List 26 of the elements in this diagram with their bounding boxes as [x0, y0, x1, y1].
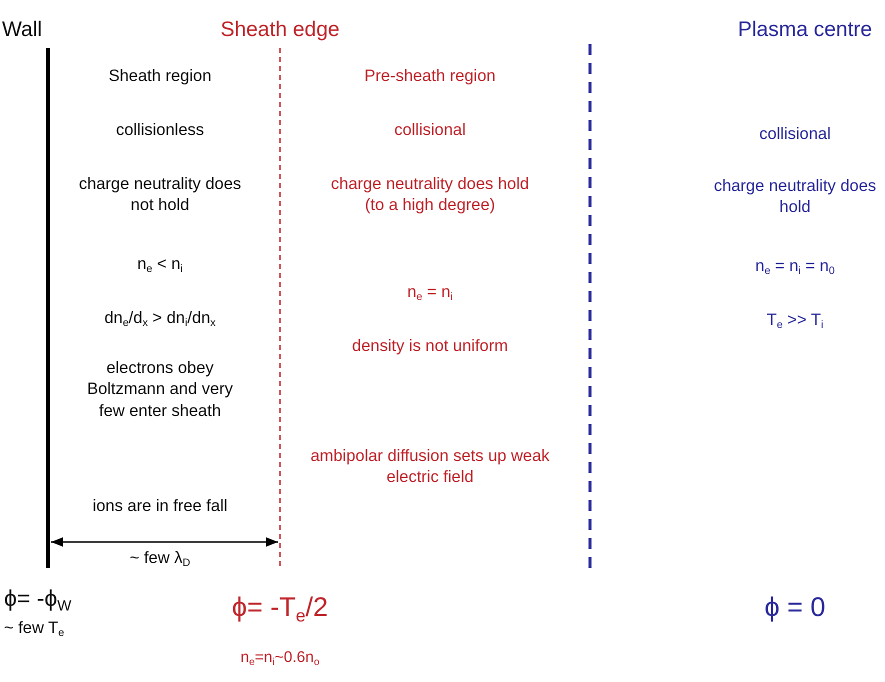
property-text: charge neutrality does hold (to a high degree)	[330, 174, 530, 216]
property-text: collisional	[758, 124, 832, 145]
property-text: charge neutrality does not hold	[78, 174, 242, 216]
region-heading: Sheath region	[108, 66, 212, 87]
property-text: charge neutrality does hold	[712, 176, 878, 218]
column-heading: Wall	[2, 17, 44, 43]
potential-note: ~ few T$_{e}$	[4, 618, 66, 640]
property-text: collisionless	[114, 120, 206, 141]
potential-formula: ϕ = 0	[764, 591, 826, 624]
density-relation: n$_{e}$ = n$_{i}$ = n$_{0}$	[754, 256, 836, 278]
potential-formula: ϕ= -ϕ$_{W}$	[4, 584, 72, 614]
density-relation: n$_{e}$ = n$_{i}$	[406, 282, 454, 304]
column-heading: Plasma centre	[736, 17, 874, 43]
property-text: electrons obey Boltzmann and very few enter sheath	[86, 358, 234, 422]
region-heading: Pre-sheath region	[363, 66, 497, 87]
temperature-relation: T$_{e}$ >> T$_{i}$	[766, 310, 824, 332]
property-text: collisional	[393, 120, 467, 141]
potential-formula: ϕ= -T$_{e}$/2	[230, 591, 330, 626]
density-relation: n$_{e}$=n$_{i}$~0.6n$_{o}$	[239, 648, 320, 668]
property-text: ions are in free fall	[92, 496, 228, 517]
property-text: ambipolar diffusion sets up weak electric field	[309, 446, 551, 488]
column-heading: Sheath edge	[219, 17, 341, 43]
density-relation: n$_{e}$ < n$_{i}$	[136, 254, 184, 276]
dimension-label: ~ few λ$_{D}$	[128, 548, 192, 570]
property-text: density is not uniform	[351, 336, 509, 357]
gradient-relation: dn$_{e}$/d$_{x}$ > dn$_{i}$/dn$_{x}$	[103, 308, 217, 330]
